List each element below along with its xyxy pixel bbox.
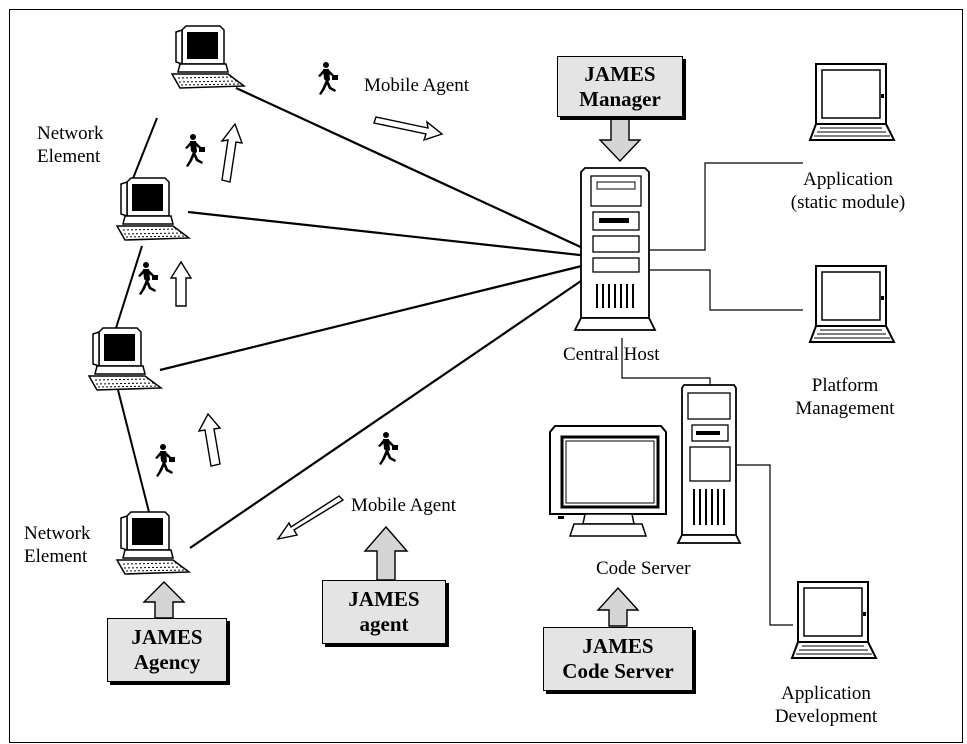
running-man-icon [318, 62, 338, 95]
running-man-icon [155, 444, 175, 477]
code-server-arrow [596, 586, 640, 627]
hollow-arrow-icon [197, 412, 222, 467]
desktop-computer-icon [88, 327, 162, 391]
ring-links [115, 117, 158, 517]
running-man-icon [378, 432, 398, 465]
code-server-label: Code Server [596, 558, 691, 579]
agency-arrow [142, 581, 186, 619]
network-element-label-bottom: Network Element [24, 523, 91, 567]
running-man-icon [185, 134, 205, 167]
desktop-computer-icon [171, 25, 245, 89]
agent-arrow [363, 525, 409, 581]
laptop-icon [809, 63, 895, 141]
application-static-label: Application (static module) [790, 169, 906, 213]
hollow-arrow-icon [373, 116, 444, 142]
running-man-icon [138, 262, 158, 295]
desktop-computer-icon [116, 177, 190, 241]
mobile-agent-label-bottom: Mobile Agent [351, 495, 457, 516]
network-element-label-top: Network Element [37, 123, 104, 167]
platform-management-label: Platform Management [795, 375, 895, 419]
hollow-arrow-icon [220, 122, 244, 183]
desktop-computer-icon [116, 511, 190, 575]
laptop-icon [791, 581, 877, 659]
monitor-icon [549, 425, 667, 537]
laptop-icon [809, 265, 895, 343]
tower-server-icon [676, 384, 742, 544]
diagram-border [9, 9, 963, 743]
manager-arrow [598, 117, 642, 163]
hollow-arrow-icon [169, 260, 193, 307]
application-development-label: Application Development [774, 683, 878, 727]
network-links [159, 87, 601, 549]
mobile-agent-label-top: Mobile Agent [364, 75, 470, 96]
central-host-label: Central Host [563, 344, 660, 365]
hollow-arrow-icon [276, 495, 345, 541]
host-wiring [621, 162, 803, 626]
tower-server-icon [573, 167, 657, 331]
